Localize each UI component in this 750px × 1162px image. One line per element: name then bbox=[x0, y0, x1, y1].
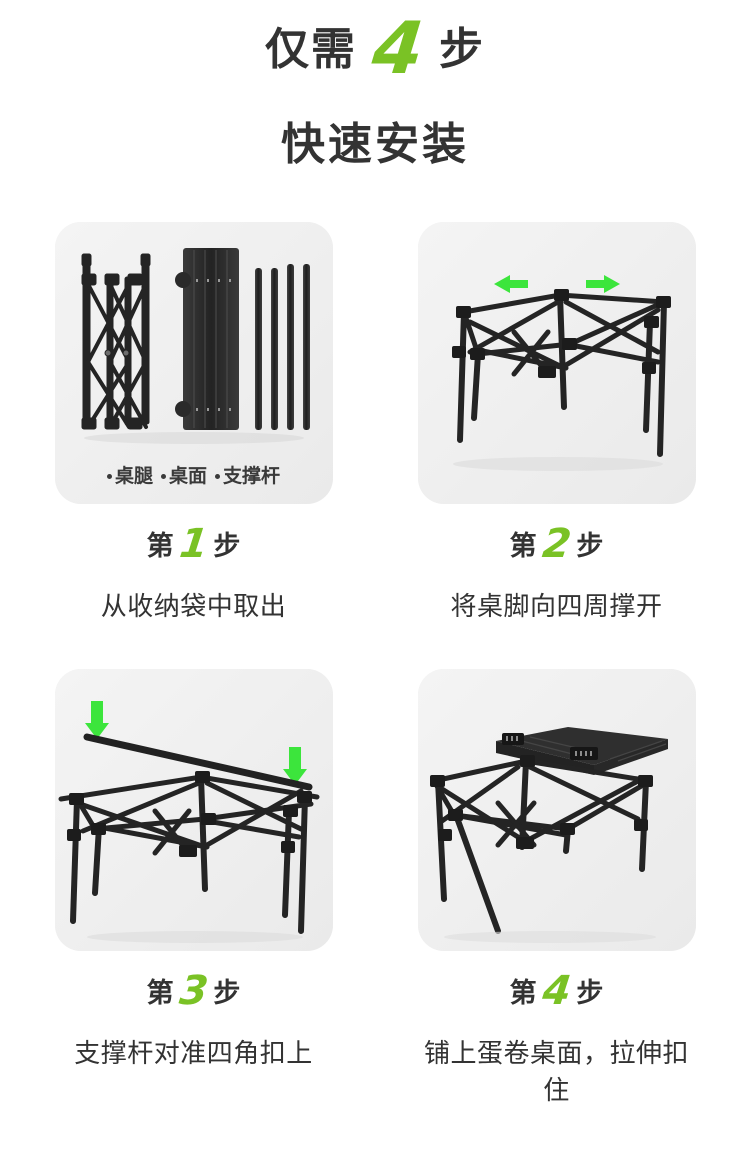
step-number-1: 第 1 步 bbox=[55, 521, 333, 567]
frame-joint-blocks bbox=[451, 289, 671, 378]
step-suffix: 步 bbox=[213, 530, 241, 561]
step-number-2: 第 2 步 bbox=[418, 521, 696, 567]
bullet-dot-icon bbox=[160, 474, 166, 480]
part-label-legs: 桌腿 bbox=[106, 461, 153, 488]
arrow-down-right-icon bbox=[282, 747, 307, 785]
part-label-support-rods-text: 支撑杆 bbox=[223, 466, 281, 487]
frame-expanding-illustration bbox=[417, 222, 696, 504]
step-prefix: 第 bbox=[509, 530, 537, 561]
step-digit: 2 bbox=[539, 521, 574, 567]
parts-label-row: 桌腿 桌面 支撑杆 bbox=[55, 461, 333, 488]
support-rods-graphic bbox=[254, 264, 310, 430]
part-label-support-rods: 支撑杆 bbox=[215, 461, 280, 488]
bullet-dot-icon bbox=[106, 474, 112, 480]
step-cell-2: 第 2 步 将桌脚向四周撑开 bbox=[417, 222, 696, 623]
part-label-tabletop-text: 桌面 bbox=[168, 466, 207, 487]
step-description-4: 铺上蛋卷桌面，拉伸扣住 bbox=[423, 1038, 689, 1105]
step-description-1: 从收纳袋中取出 bbox=[100, 591, 287, 621]
step-prefix: 第 bbox=[509, 977, 537, 1008]
steps-grid: 桌腿 桌面 支撑杆 第 1 步 从收纳袋中取出 bbox=[0, 222, 750, 1107]
page-subtitle: 快速安装 bbox=[281, 120, 469, 169]
step-suffix: 步 bbox=[213, 977, 241, 1008]
page-header: 仅需 4 步 快速安装 bbox=[0, 0, 750, 172]
step-prefix: 第 bbox=[146, 977, 174, 1008]
completed-table-illustration bbox=[417, 669, 696, 951]
step-cell-1: 桌腿 桌面 支撑杆 第 1 步 从收纳袋中取出 bbox=[54, 222, 333, 623]
headline-unit: 步 bbox=[439, 25, 486, 74]
frame-joint-blocks bbox=[66, 771, 312, 857]
arrow-left-icon bbox=[493, 275, 528, 293]
step-suffix: 步 bbox=[576, 977, 604, 1008]
step-image-card-4 bbox=[417, 669, 696, 951]
arrow-down-left-icon bbox=[84, 701, 109, 739]
bullet-dot-icon bbox=[215, 474, 220, 480]
step-image-card-2 bbox=[417, 222, 696, 504]
step-cell-3: 第 3 步 支撑杆对准四角扣上 bbox=[54, 669, 333, 1107]
step-digit: 1 bbox=[176, 521, 211, 567]
detached-support-rod bbox=[83, 733, 312, 791]
step-number-3: 第 3 步 bbox=[55, 968, 333, 1014]
headline-prefix: 仅需 bbox=[264, 25, 357, 74]
step-digit: 3 bbox=[176, 968, 211, 1014]
step-image-card-3 bbox=[54, 669, 333, 951]
step-description-3: 支撑杆对准四角扣上 bbox=[74, 1038, 313, 1068]
step-description-2: 将桌脚向四周撑开 bbox=[450, 591, 663, 621]
rolled-tabletop-graphic bbox=[174, 248, 239, 430]
step-suffix: 步 bbox=[576, 530, 604, 561]
frame-joint-blocks bbox=[429, 755, 653, 849]
step-prefix: 第 bbox=[146, 530, 174, 561]
part-label-tabletop: 桌面 bbox=[160, 461, 207, 488]
headline-step-count: 4 bbox=[368, 6, 428, 90]
support-rod-attaching-illustration bbox=[54, 669, 333, 951]
folded-parts-illustration bbox=[54, 222, 333, 504]
folded-legs-graphic bbox=[81, 253, 150, 430]
step-cell-4: 第 4 步 铺上蛋卷桌面，拉伸扣住 bbox=[417, 669, 696, 1107]
headline: 仅需 4 步 bbox=[0, 6, 750, 90]
step-digit: 4 bbox=[539, 968, 574, 1014]
step-image-card-1: 桌腿 桌面 支撑杆 bbox=[54, 222, 333, 504]
part-label-legs-text: 桌腿 bbox=[114, 466, 153, 487]
arrow-right-icon bbox=[585, 275, 620, 293]
step-number-4: 第 4 步 bbox=[418, 968, 696, 1014]
